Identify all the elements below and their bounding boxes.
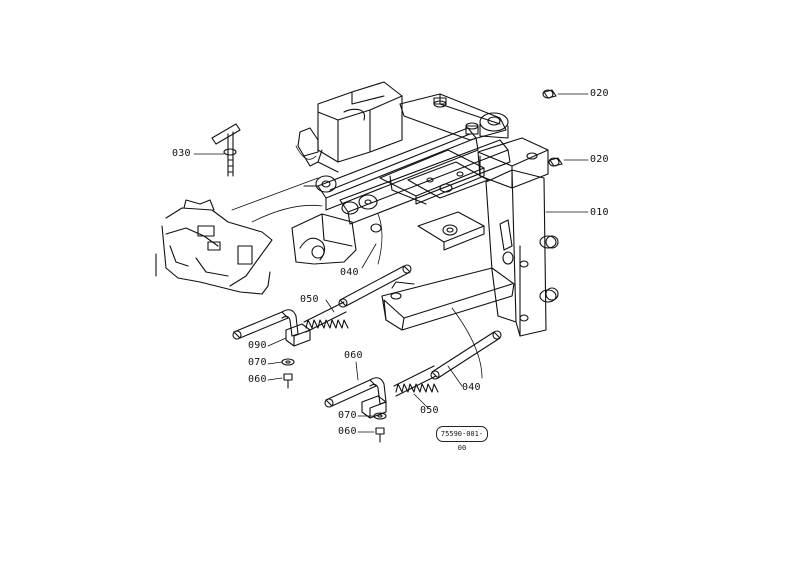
label-060-upper: 060 <box>248 374 267 385</box>
label-070-upper: 070 <box>248 357 267 368</box>
label-060-mid: 060 <box>344 350 363 361</box>
label-070-lower: 070 <box>338 410 357 421</box>
handle-090 <box>233 310 310 346</box>
t-pin-030 <box>212 124 240 176</box>
bolt-060-upper <box>284 374 292 388</box>
drawing-code-stamp: 75590-001-00 <box>436 426 488 452</box>
rod-040-upper <box>339 265 411 307</box>
label-020-mid: 020 <box>590 154 609 165</box>
handle-080 <box>325 378 386 418</box>
label-050-upper: 050 <box>300 294 319 305</box>
label-030: 030 <box>172 148 191 159</box>
spring-050-lower <box>394 366 438 396</box>
bolt-060-lower <box>376 428 384 442</box>
bolt-020-top <box>543 90 556 98</box>
washer-070-upper <box>282 359 294 365</box>
rod-040-lower <box>431 331 501 379</box>
label-010: 010 <box>590 207 609 218</box>
label-090: 090 <box>248 340 267 351</box>
label-040-lower: 040 <box>462 382 481 393</box>
bolt-020-mid <box>549 158 562 166</box>
label-050-lower: 050 <box>420 405 439 416</box>
label-060-lower: 060 <box>338 426 357 437</box>
leader-lines <box>194 94 588 432</box>
label-040-upper: 040 <box>340 267 359 278</box>
engine-casting <box>156 200 272 294</box>
spring-050-upper <box>304 302 348 332</box>
front-bracket-frame <box>292 82 558 336</box>
label-020-top: 020 <box>590 88 609 99</box>
